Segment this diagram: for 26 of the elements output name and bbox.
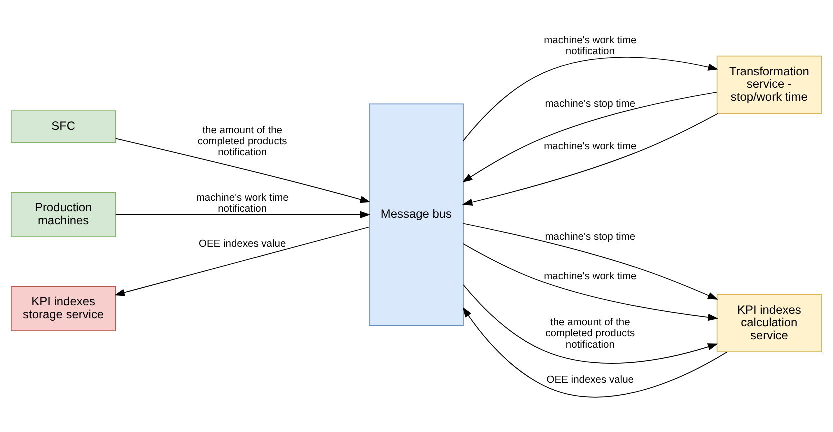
edge-label: machine's stop time	[545, 232, 636, 243]
node-box: KPI indexes storage service	[11, 286, 116, 332]
arrow	[462, 91, 718, 182]
edge-label: OEE indexes value	[546, 374, 634, 386]
edge-label: machine's work time notification	[196, 192, 289, 214]
edge-label: machine's stop time	[545, 98, 636, 110]
arrow	[114, 226, 370, 296]
arrow	[115, 138, 371, 203]
edge-label: machine's work time	[544, 270, 637, 282]
arrow	[463, 284, 718, 364]
arrow	[463, 56, 719, 141]
arrow	[115, 210, 371, 218]
arrow	[462, 306, 728, 398]
node-box: Message bus	[369, 103, 464, 326]
arrow	[462, 112, 719, 206]
edge-label: the amount of the completed products notification	[198, 124, 288, 158]
node-box: KPI indexes calculation service	[716, 294, 822, 352]
node-box: Production machines	[11, 192, 116, 238]
edge-label: machine's work time notification	[544, 35, 637, 58]
arrow	[463, 243, 718, 321]
node-box: Transformation service - stop/work time	[716, 55, 822, 114]
edge-label: machine's work time	[544, 141, 637, 152]
arrow	[463, 222, 718, 300]
edge-label: the amount of the completed products notification	[546, 317, 636, 350]
edge-label: OEE indexes value	[199, 238, 286, 250]
node-box: SFC	[11, 110, 116, 143]
